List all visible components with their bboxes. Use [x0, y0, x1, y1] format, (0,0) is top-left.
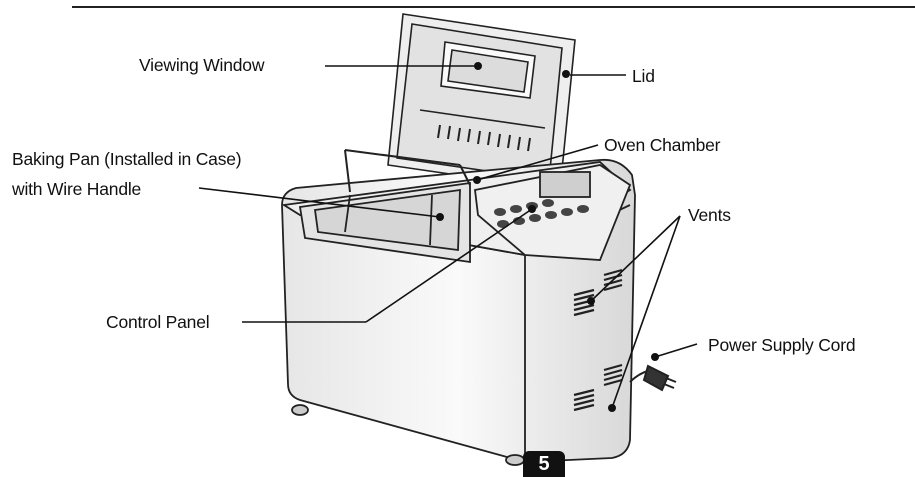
- baking-pan-label-line1: Baking Pan (Installed in Case): [12, 149, 242, 169]
- lid-drawing: [387, 13, 576, 191]
- power-supply-cord-label: Power Supply Cord: [708, 335, 856, 355]
- viewing-window-label: Viewing Window: [139, 55, 265, 75]
- leader-dots: [436, 62, 659, 412]
- machine-body: [281, 149, 636, 466]
- control-panel-label: Control Panel: [106, 312, 210, 332]
- leader-lines: [198, 65, 698, 409]
- power-cord-drawing: [629, 364, 677, 392]
- oven-chamber-label: Oven Chamber: [604, 135, 721, 155]
- baking-pan-label-line2: with Wire Handle: [12, 179, 142, 199]
- top-rule: [72, 6, 915, 8]
- lid-label: Lid: [632, 66, 655, 86]
- page-number-badge: 5: [523, 451, 565, 477]
- vents-label: Vents: [688, 205, 731, 225]
